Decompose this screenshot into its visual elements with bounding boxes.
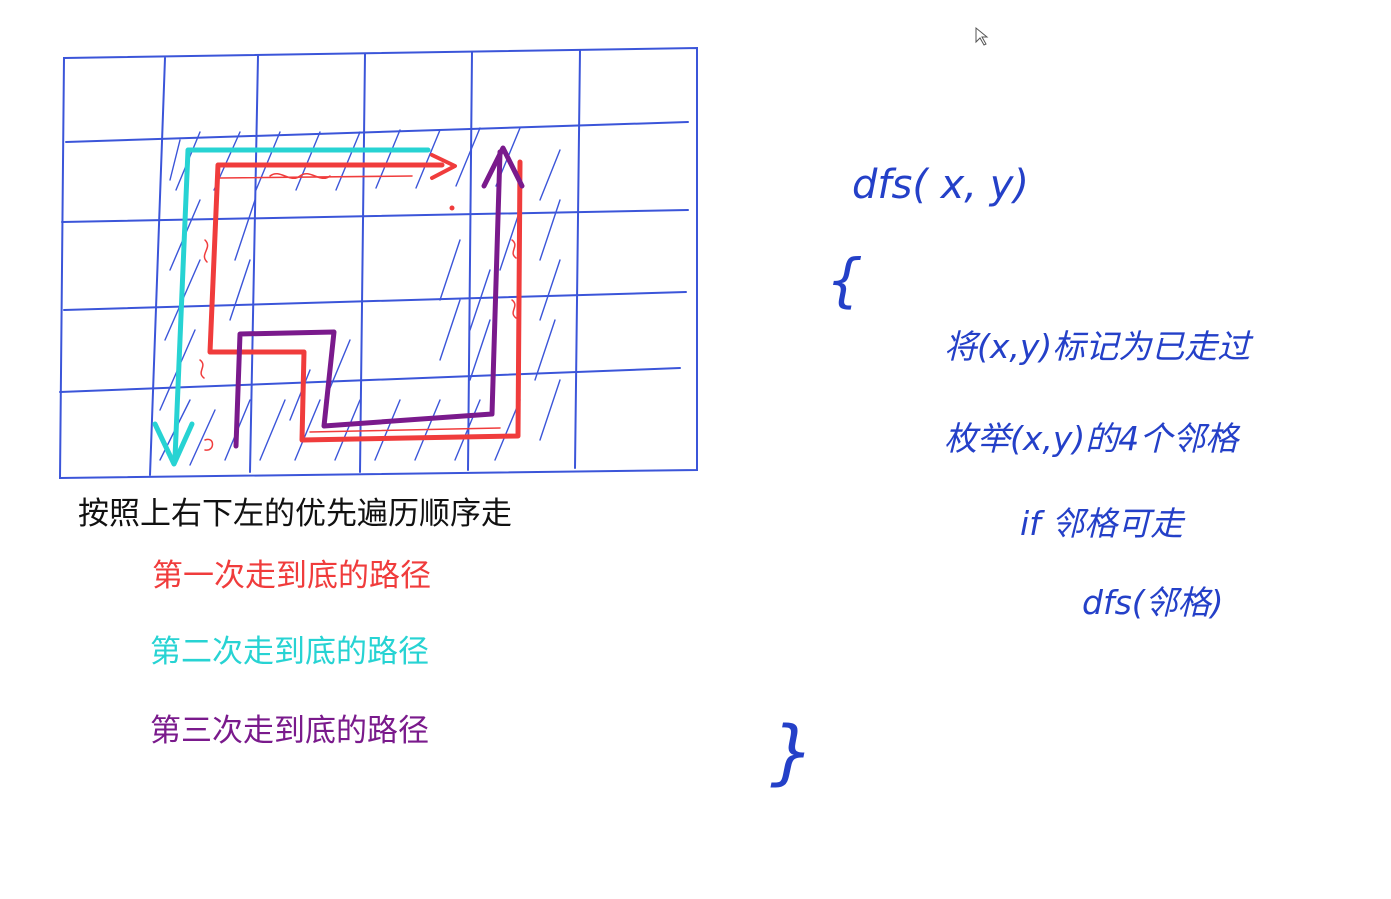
- first-path: [199, 153, 523, 451]
- second-path: [152, 147, 431, 467]
- close-brace: }: [770, 711, 815, 793]
- grid-col-line: [574, 49, 581, 469]
- grid-col-line: [359, 53, 366, 473]
- grid-border: [58, 46, 698, 480]
- note-line-2: 枚举(x,y)的4个邻格: [944, 419, 1241, 458]
- order-caption: 按照上右下左的优先遍历顺序走: [78, 496, 512, 532]
- mouse-cursor-icon: [975, 26, 989, 46]
- first-path-caption: 第一次走到底的路径: [152, 558, 431, 594]
- third-path-caption: 第三次走到底的路径: [150, 713, 429, 749]
- second-path-caption: 第二次走到底的路径: [150, 634, 429, 670]
- grid-row-line: [65, 121, 689, 143]
- grid-col-line: [149, 57, 166, 476]
- grid-row-line: [61, 209, 689, 223]
- note-line-3: if 邻格可走: [1020, 504, 1186, 543]
- maze-grid: [58, 46, 698, 480]
- grid-row-line: [63, 291, 687, 311]
- open-brace: {: [826, 246, 863, 314]
- pseudocode-notes: dfs( x, y) { 将(x,y)标记为已走过 枚举(x,y)的4个邻格 i…: [770, 162, 1254, 793]
- func-signature: dfs( x, y): [852, 162, 1029, 208]
- grid-col-line: [467, 51, 473, 471]
- third-path: [233, 145, 525, 449]
- note-line-4: dfs(邻格): [1082, 583, 1224, 622]
- note-line-1: 将(x,y)标记为已走过: [944, 327, 1254, 366]
- grid-col-line: [249, 55, 259, 473]
